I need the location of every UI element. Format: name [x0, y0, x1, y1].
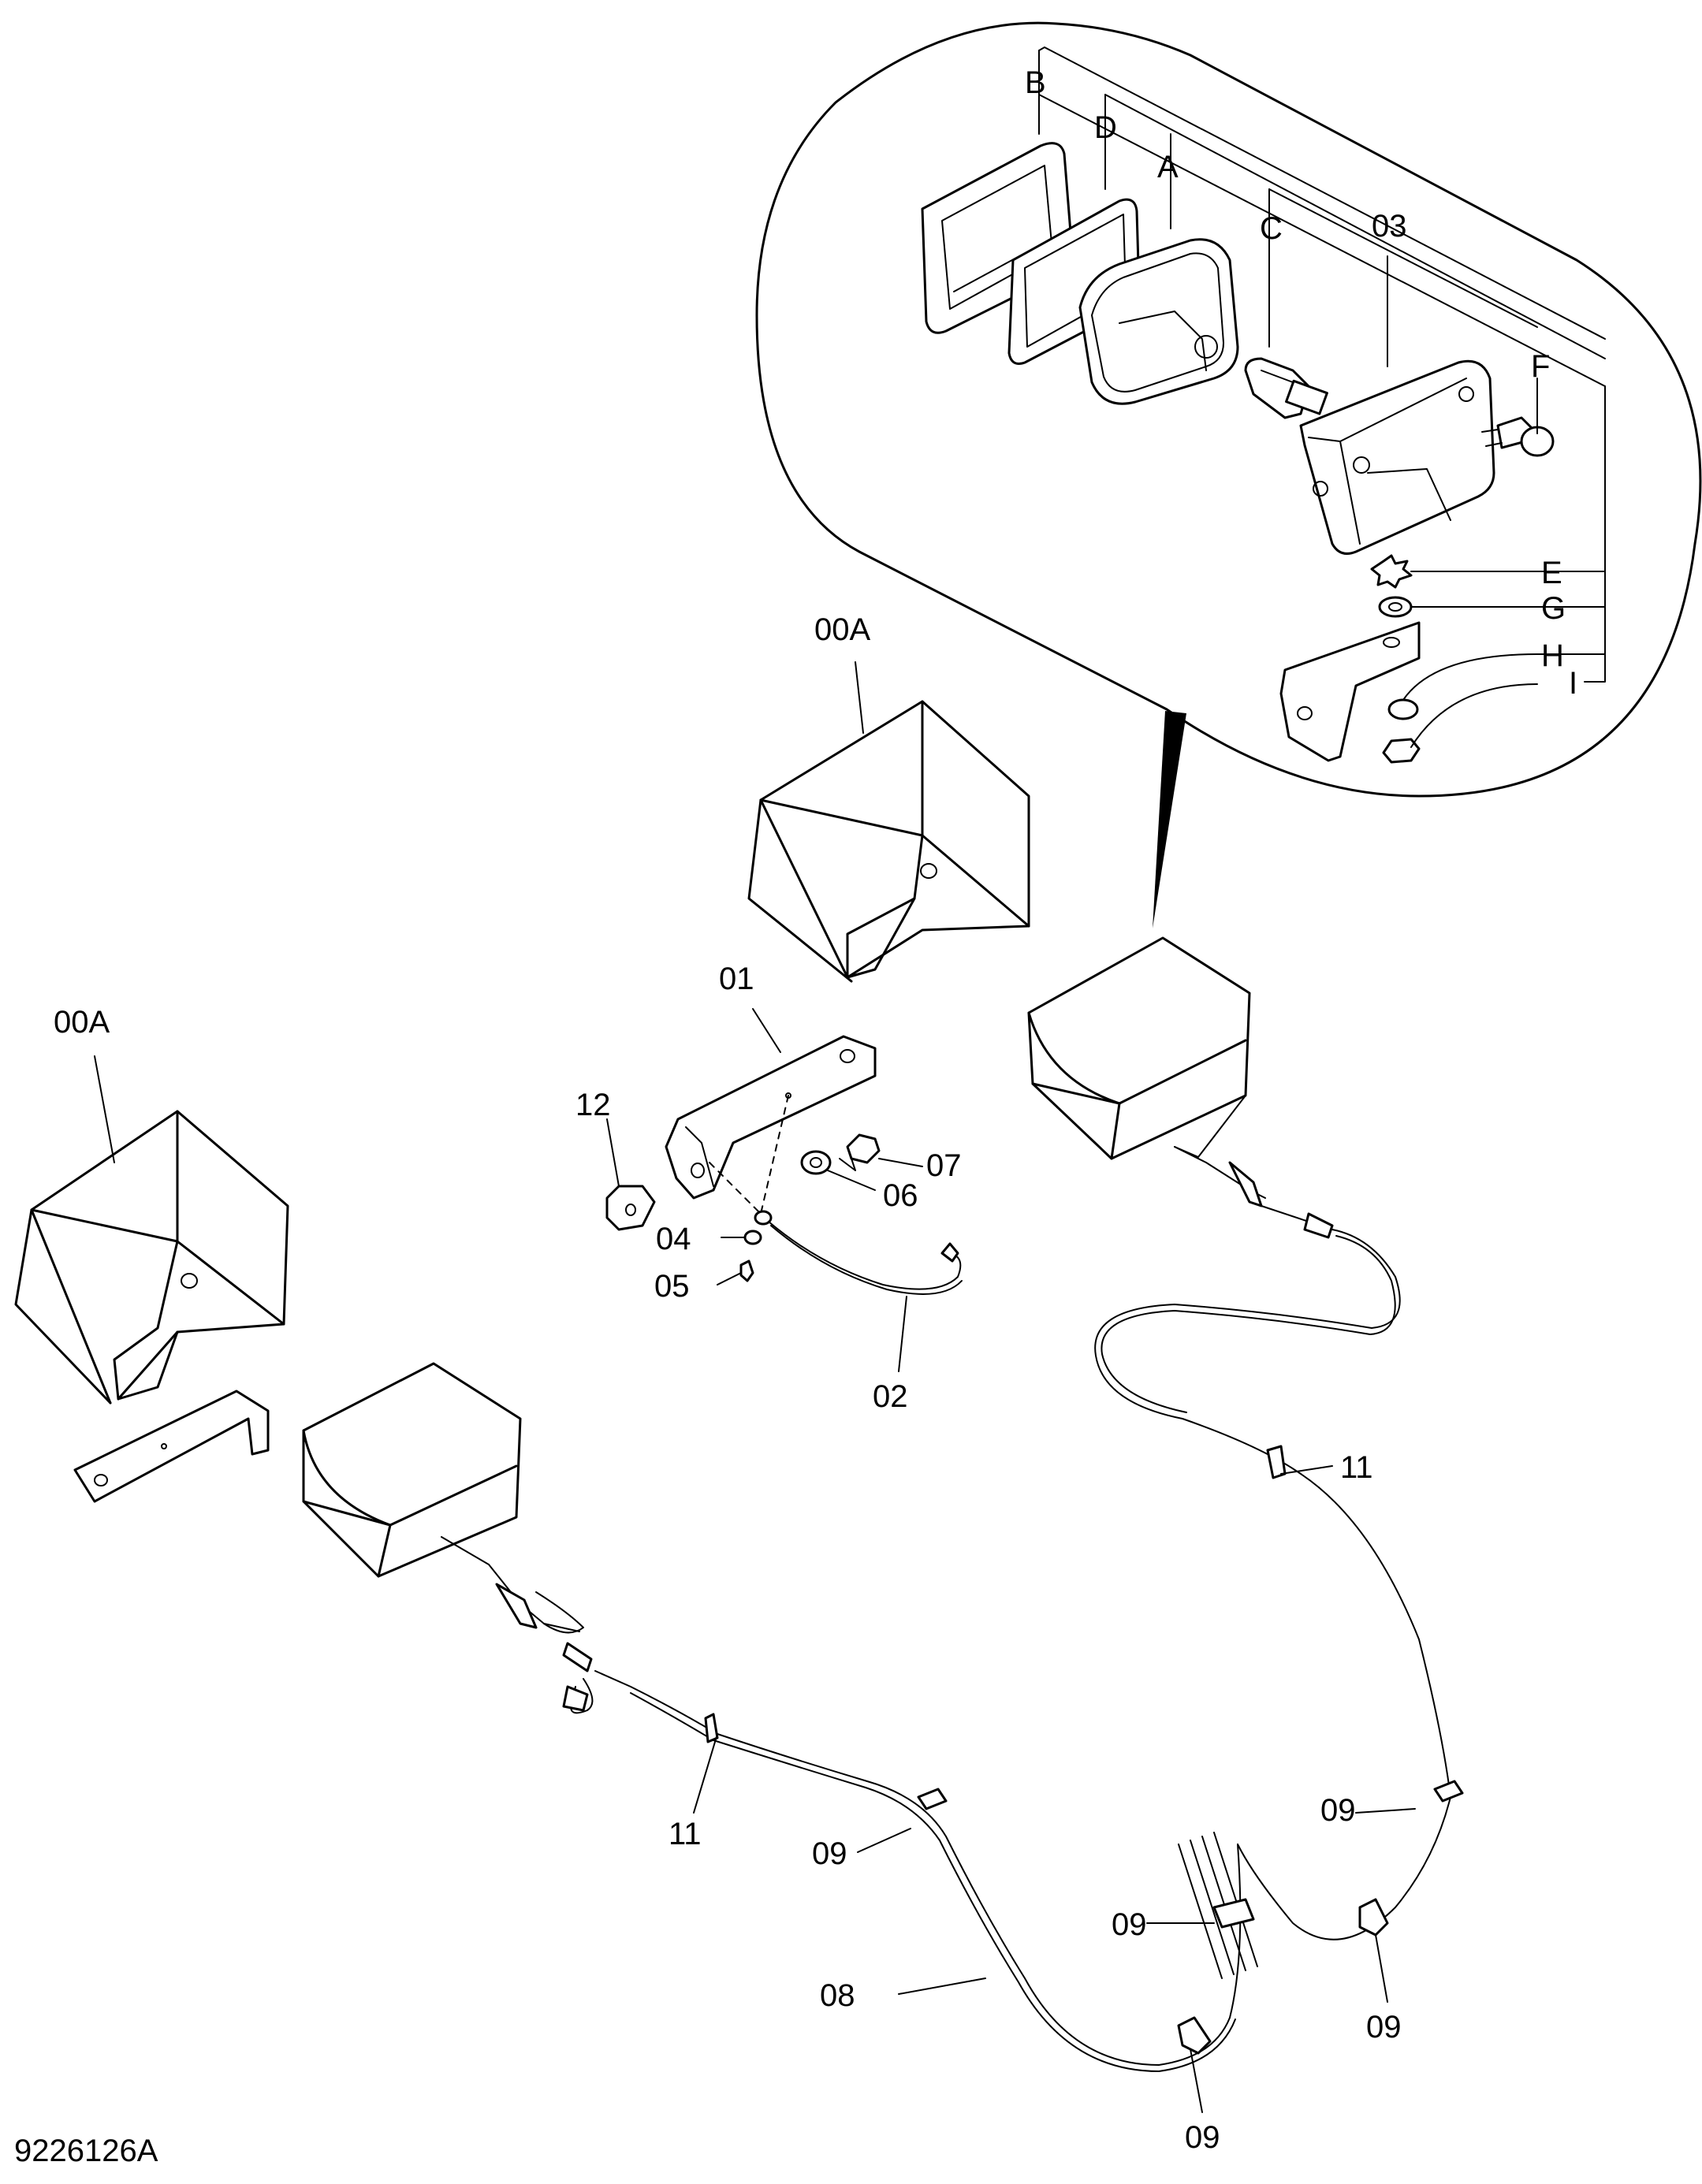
cover-upper: [747, 700, 1030, 983]
label-05: 05: [654, 1269, 690, 1304]
lamp-housing: [1299, 359, 1495, 555]
label-i: I: [1569, 666, 1577, 701]
ground-bracket: [665, 1035, 877, 1215]
part-number-labels: 00A 00A 01 12 07 06 04 05 02 11 11 09 09…: [54, 612, 1402, 2155]
lamp-bulb: [1244, 357, 1328, 419]
washer-06: [800, 1150, 832, 1175]
label-e: E: [1541, 556, 1562, 590]
label-09-c: 09: [1112, 1907, 1147, 1942]
label-12: 12: [575, 1088, 611, 1122]
drawing-code: 9226126A: [14, 2134, 158, 2168]
label-04: 04: [656, 1222, 691, 1256]
label-06: 06: [883, 1178, 918, 1213]
label-07: 07: [926, 1148, 962, 1183]
label-c: C: [1260, 211, 1283, 246]
ground-cable: [754, 1210, 963, 1295]
detail-letter-labels: B D A C 03 F E G H I: [1025, 65, 1577, 701]
screw-05: [739, 1259, 754, 1282]
detail-leaders: [1038, 47, 1606, 748]
label-09-d: 09: [1366, 2010, 1402, 2044]
cover-left: [14, 1110, 289, 1405]
label-03: 03: [1372, 209, 1407, 244]
label-00a-left: 00A: [54, 1005, 110, 1040]
label-f: F: [1531, 349, 1550, 384]
label-g: G: [1541, 591, 1566, 626]
leader-lines: [94, 661, 1416, 2113]
label-11-left: 11: [669, 1817, 702, 1851]
label-09-e: 09: [1185, 2120, 1220, 2155]
label-d: D: [1094, 110, 1117, 145]
label-02: 02: [873, 1379, 908, 1414]
washer-04: [743, 1230, 762, 1245]
label-09-a: 09: [812, 1836, 847, 1871]
rubber-block: [605, 1185, 656, 1231]
lamp-left: [302, 1362, 522, 1578]
bolt-07: [839, 1133, 881, 1171]
lamp-lens: [1078, 238, 1239, 405]
label-a: A: [1157, 150, 1179, 184]
bracket-left: [73, 1390, 270, 1503]
label-01: 01: [719, 962, 754, 996]
label-11-right: 11: [1340, 1450, 1373, 1485]
detail-pointer: [1153, 711, 1186, 928]
lamp-left-wiring: [441, 1536, 1258, 2072]
label-09-b: 09: [1320, 1793, 1356, 1828]
lamp-right-wiring: [1094, 1146, 1464, 1940]
screw: [1481, 416, 1555, 457]
label-h: H: [1541, 638, 1564, 673]
lamp-fasteners: [1279, 554, 1421, 764]
detail-bubble: [755, 21, 1702, 928]
label-b: B: [1025, 65, 1046, 100]
label-00a-upper: 00A: [814, 612, 870, 647]
lamp-right: [1027, 936, 1251, 1160]
label-08: 08: [820, 1978, 855, 2013]
